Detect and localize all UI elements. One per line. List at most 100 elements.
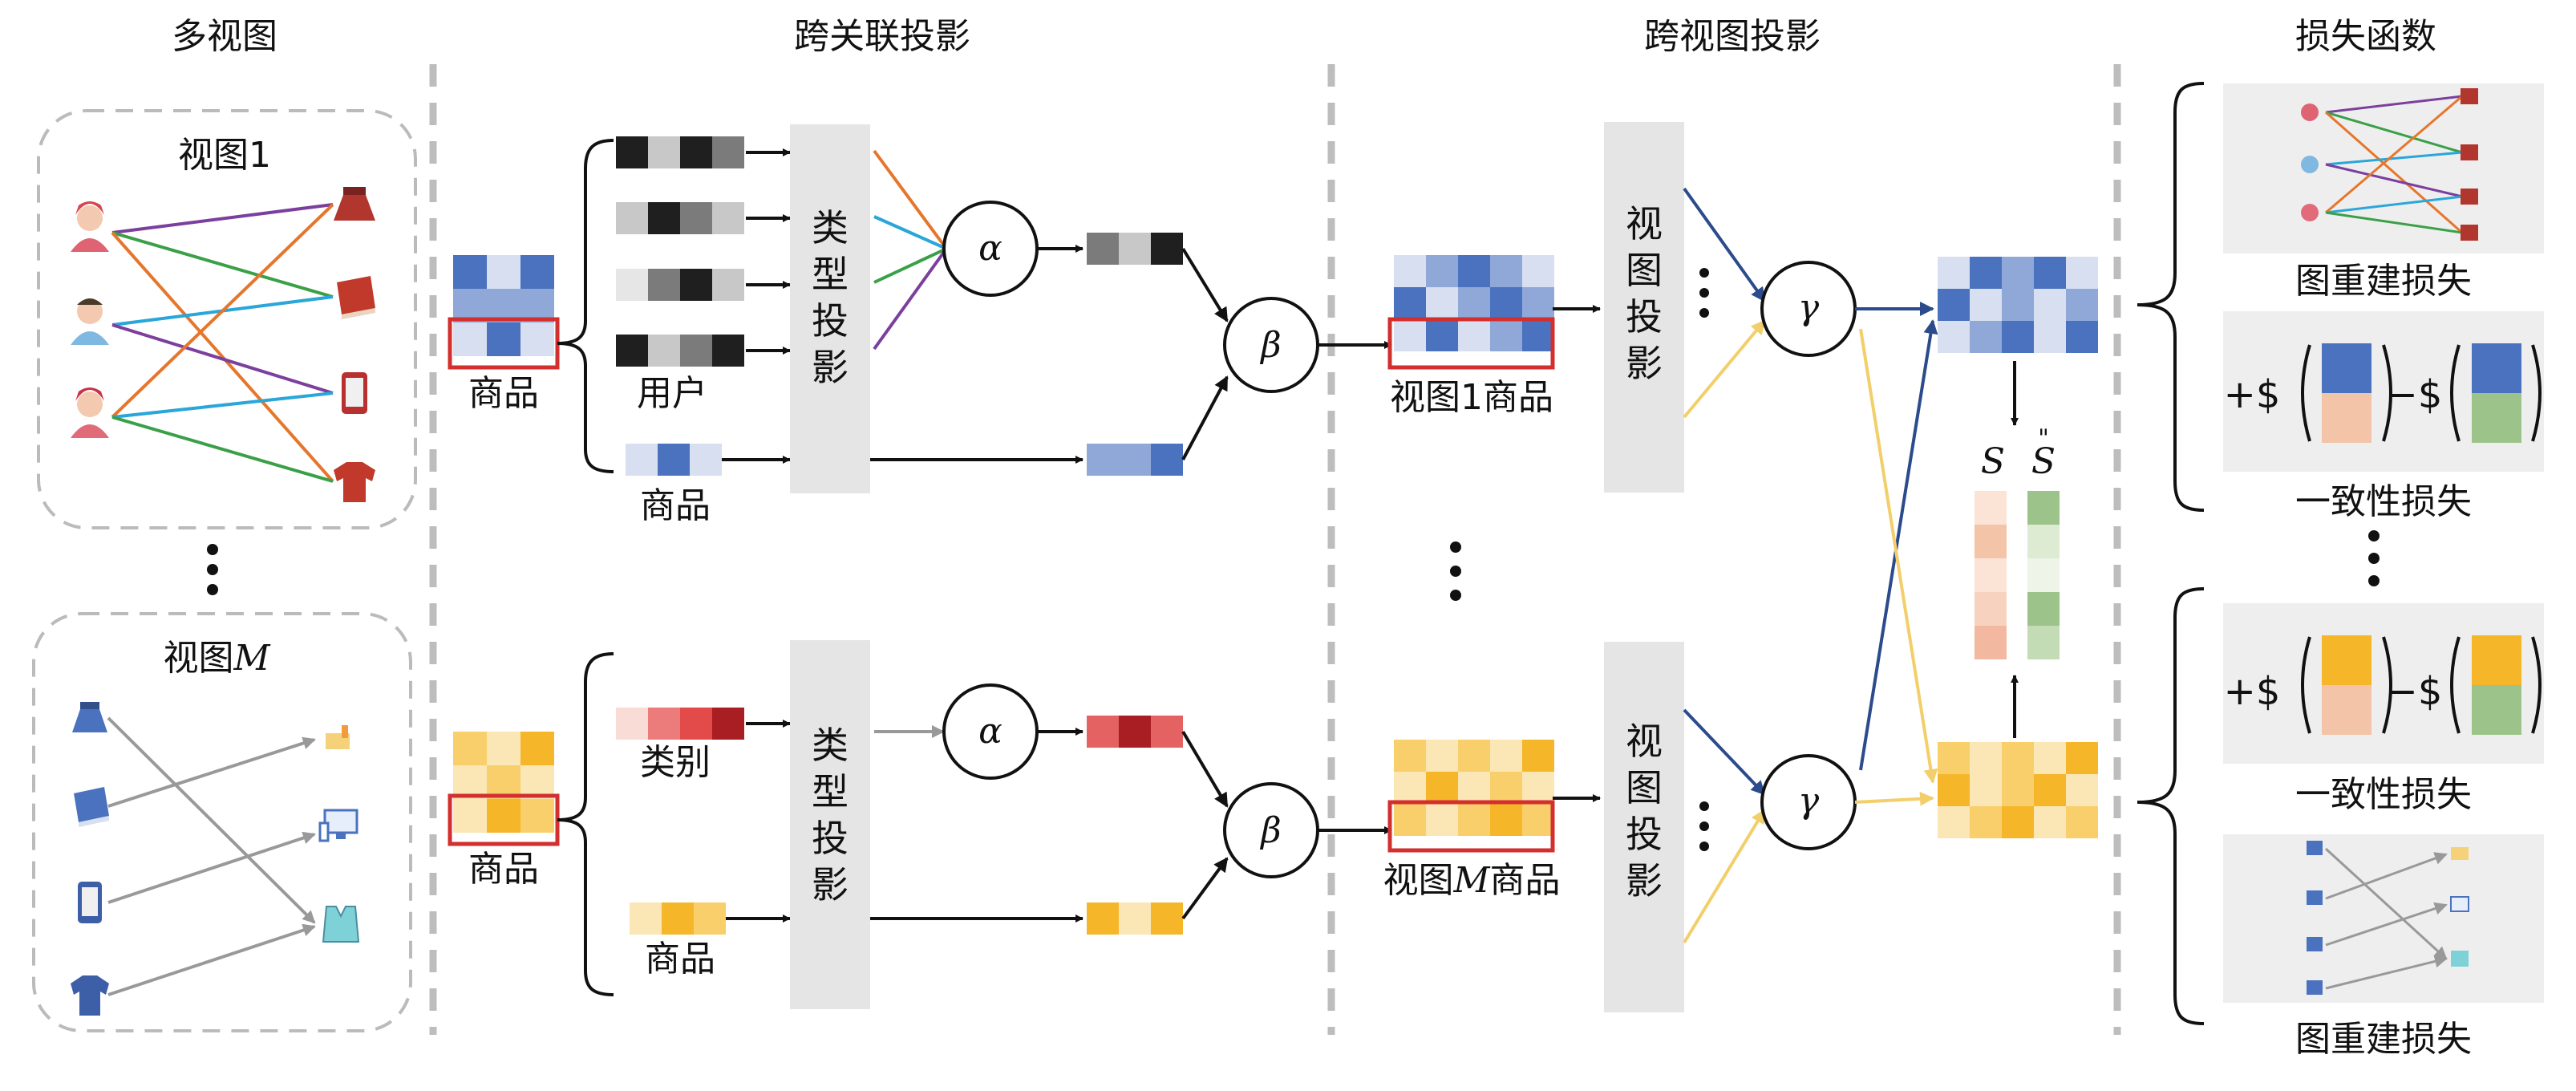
matrix-cell	[1394, 287, 1426, 319]
vector-cell	[648, 202, 680, 234]
brace-top-upper	[557, 139, 614, 345]
matrix-cell	[1522, 319, 1554, 351]
matrix-cell	[2066, 257, 2098, 289]
views-ellipsis	[207, 544, 218, 595]
vector-cell	[1975, 626, 2007, 659]
matrix-cell	[487, 289, 520, 322]
vector-cell	[712, 269, 744, 301]
matrix-cell	[487, 322, 520, 356]
gamma-input-navy-top	[1683, 187, 1766, 302]
type-projection-char: 投	[812, 817, 849, 860]
matrix-cell	[1970, 321, 2002, 353]
matrix-cell	[487, 255, 520, 289]
matrix-cell	[453, 732, 487, 765]
alpha-input-lines-top	[873, 149, 948, 351]
view1-label: 视图1	[178, 135, 271, 176]
matrix-cell	[1490, 287, 1522, 319]
view-projection-char: 投	[1626, 295, 1663, 339]
vector-cell	[616, 136, 648, 168]
view-projection-text-bottom: 视图投影	[1626, 720, 1663, 902]
header-cross-relation: 跨关联投影	[794, 16, 970, 57]
tablet-icon	[78, 882, 102, 923]
alpha-symbol-top: α	[978, 228, 1002, 269]
vector-cell	[712, 708, 744, 740]
matrix-cell	[1394, 740, 1426, 772]
header-multiview: 多视图	[172, 16, 277, 57]
view-projection-bottom	[1604, 642, 1684, 1012]
matrix-cell	[2034, 774, 2066, 806]
item-matrix-top	[453, 255, 554, 356]
matrix-cell	[520, 799, 554, 833]
matrix-cell	[2034, 321, 2066, 353]
matrix-cell	[520, 765, 554, 799]
mini-item-icon	[2307, 841, 2323, 995]
matrix-cell	[1458, 255, 1490, 287]
matrix-cell	[1970, 774, 2002, 806]
matrix-cell	[1490, 804, 1522, 836]
matrix-cell	[1970, 257, 2002, 289]
vector-cell	[648, 708, 680, 740]
matrix-cell	[1938, 257, 1970, 289]
view1-items-label: 视图1商品	[1390, 377, 1553, 418]
viewM-panel: 视图M	[32, 612, 412, 1032]
matrix-cell	[1394, 804, 1426, 836]
matrix-cell	[1938, 742, 1970, 774]
graph-recon-label-bottom: 图重建损失	[2295, 1019, 2472, 1060]
matrix-cell	[1490, 319, 1522, 351]
gamma-bottom-to-yellow	[1854, 791, 1934, 806]
skirt-icon	[334, 187, 375, 221]
vector-cell	[648, 269, 680, 301]
matrix-cell	[1426, 804, 1458, 836]
matrix-cell	[2002, 321, 2034, 353]
plus-s-top: +$	[2224, 372, 2281, 417]
item-vector-bottom	[630, 902, 726, 935]
vector-cell	[1975, 558, 2007, 592]
matrix-cell	[1490, 740, 1522, 772]
beta-symbol-top: β	[1259, 325, 1281, 366]
vector-cell	[1151, 444, 1183, 476]
matrix-cell	[1458, 319, 1490, 351]
tablet-icon	[342, 372, 367, 414]
matrix-cell	[453, 289, 487, 322]
consistency-label-bottom: 一致性损失	[2295, 774, 2472, 815]
matrix-cell	[1970, 742, 2002, 774]
vector-cell	[616, 335, 648, 367]
s-hat-mark: "	[2038, 424, 2049, 452]
matrix-cell	[2002, 774, 2034, 806]
matrix-cell	[487, 732, 520, 765]
book-icon	[337, 276, 375, 319]
mini-user-icon	[2301, 103, 2319, 221]
vector-cell	[1119, 444, 1151, 476]
view1-edges	[111, 203, 334, 483]
to-beta-arrow-upper-top	[1181, 247, 1229, 322]
viewM-row-highlight	[1387, 800, 1555, 853]
header-loss: 损失函数	[2295, 16, 2436, 57]
matrix-cell	[2066, 289, 2098, 321]
matrix-cell	[1490, 772, 1522, 804]
loss-ellipsis	[2368, 530, 2380, 586]
type-projection-bottom	[790, 640, 870, 1009]
matrix-cell	[1426, 772, 1458, 804]
matrix-cell	[1970, 289, 2002, 321]
type-projection-char: 投	[812, 299, 849, 343]
matrix-cell	[520, 322, 554, 356]
viewM-edges	[107, 716, 316, 996]
user-icon	[71, 298, 109, 345]
vector-cell	[1151, 902, 1183, 935]
viewproj-ellipsis-top	[1699, 268, 1709, 318]
viewM-item-matrix	[1394, 740, 1554, 836]
loss-brace-bottom-lower	[2137, 801, 2205, 1025]
s-hat-vector	[2027, 491, 2060, 659]
matrix-cell	[453, 255, 487, 289]
view-projection-char: 视	[1626, 720, 1663, 763]
vector-cell	[694, 902, 726, 935]
matrix-cell	[1426, 740, 1458, 772]
vector-cell	[2027, 491, 2060, 525]
type-projection-top	[790, 124, 870, 493]
user-icon	[71, 387, 109, 438]
consistency-label-top: 一致性损失	[2295, 481, 2472, 522]
view1-panel: 视图1	[37, 109, 417, 529]
vector-cell	[2027, 525, 2060, 558]
viewM-items-label: 视图M商品	[1383, 860, 1560, 901]
